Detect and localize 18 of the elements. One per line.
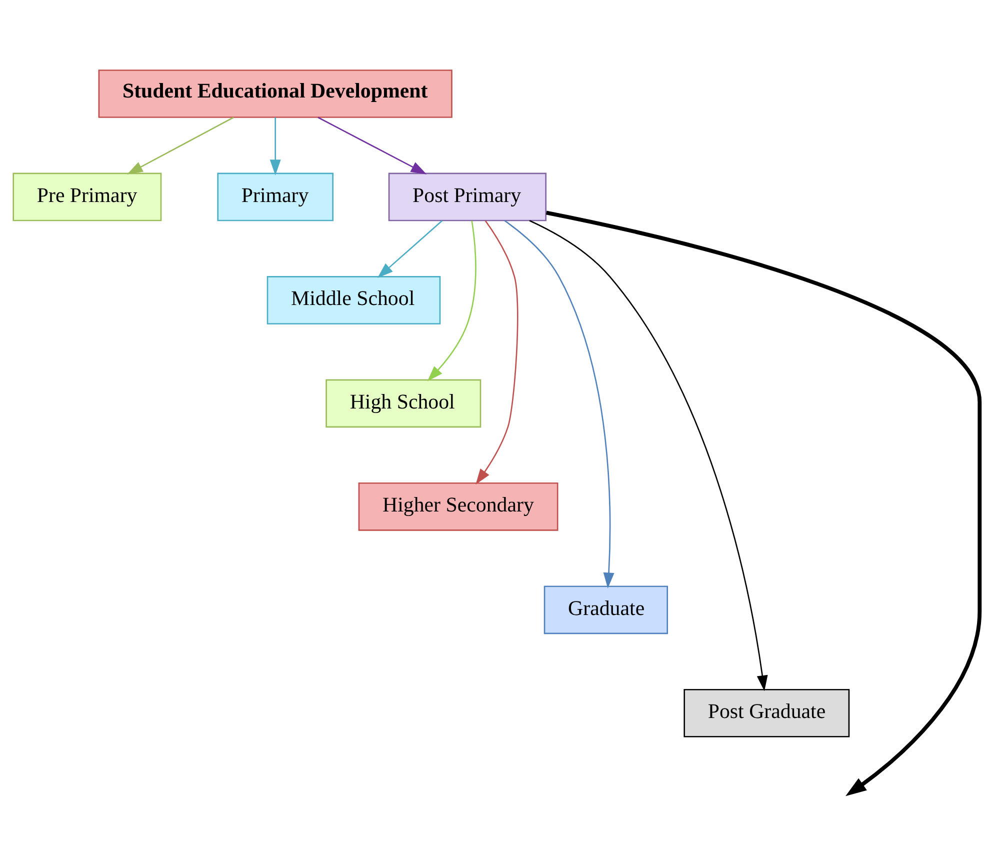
node-box: Middle School [266, 276, 441, 324]
arrow [127, 116, 234, 174]
node-box: Post Graduate [684, 688, 850, 738]
arrow [529, 220, 768, 692]
node-box: Pre Primary [12, 172, 162, 222]
arrow [377, 220, 443, 278]
arrow [427, 220, 476, 382]
arrow [476, 220, 518, 485]
node-box: Primary [217, 172, 334, 222]
arrow [270, 117, 281, 176]
arrow [318, 116, 427, 174]
node-box: Graduate [544, 586, 668, 634]
node-box: Student Educational Development [98, 70, 452, 118]
arrow [504, 220, 614, 588]
node-box: High School [326, 379, 482, 428]
node-box: Higher Secondary [358, 482, 558, 531]
node-box: Post Primary [388, 172, 546, 222]
arrow [546, 210, 982, 796]
